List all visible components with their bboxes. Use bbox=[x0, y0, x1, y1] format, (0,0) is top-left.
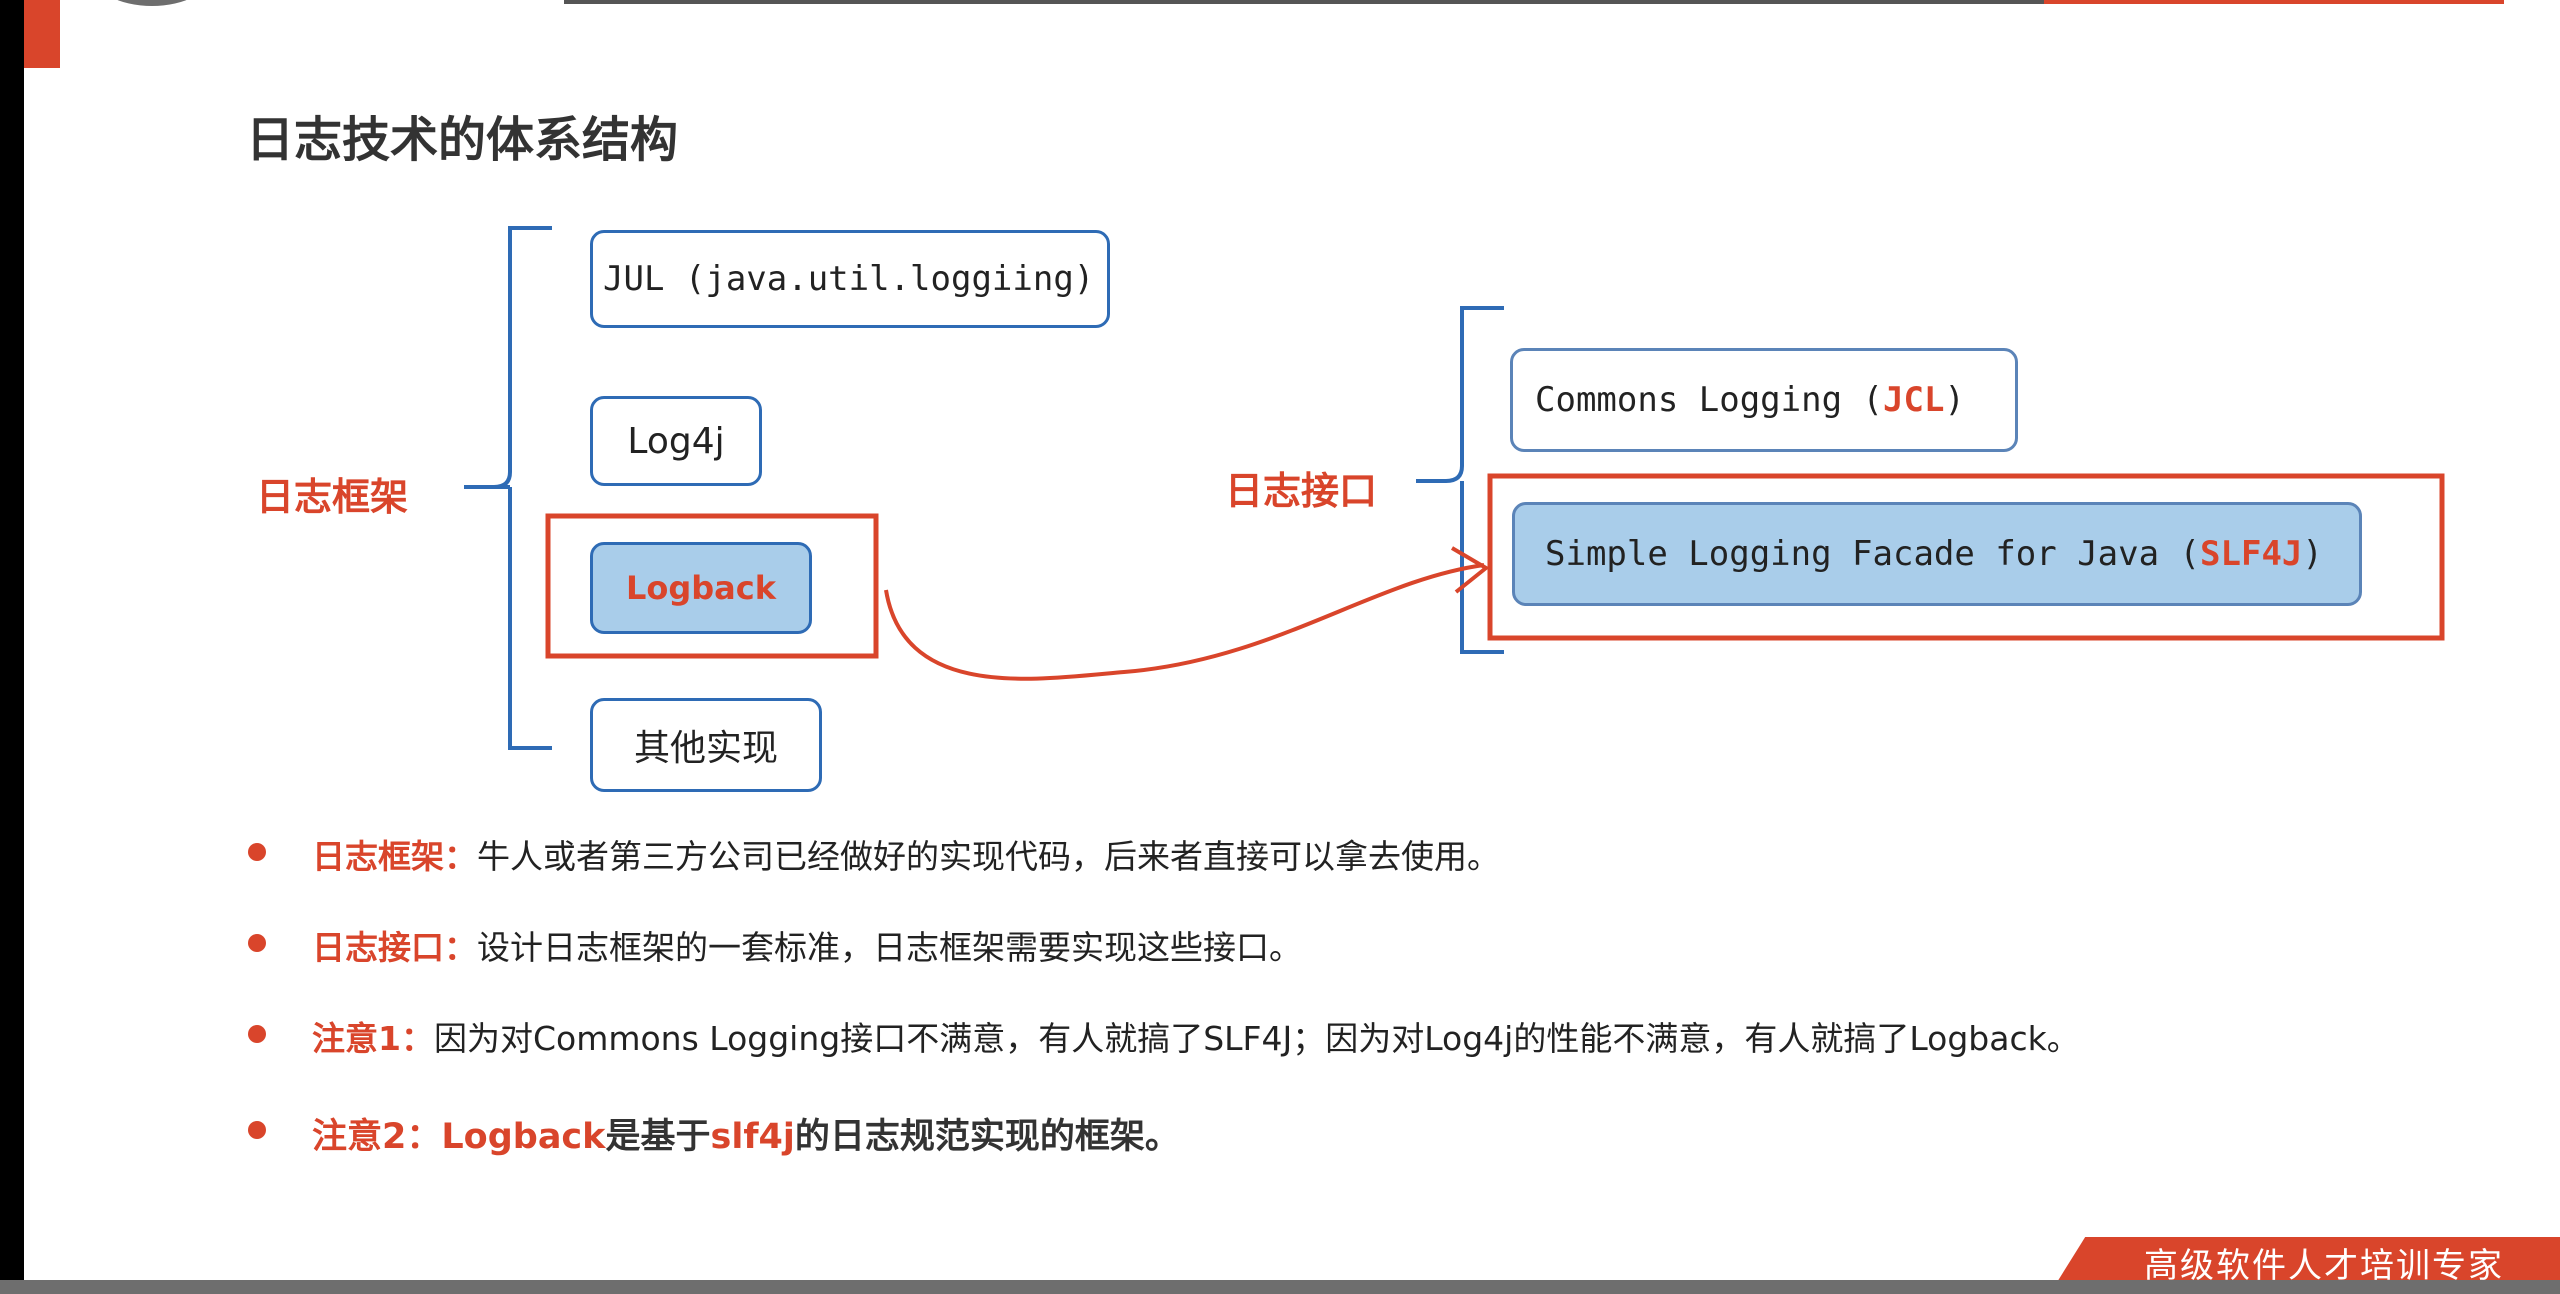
page-title: 日志技术的体系结构 bbox=[246, 112, 679, 168]
footer-band bbox=[2054, 1237, 2560, 1280]
slf4j-highlight-frame bbox=[1487, 473, 2445, 641]
diagram-connectors bbox=[464, 226, 2445, 750]
bullet-text: 的日志规范实现的框架。 bbox=[794, 1117, 1180, 1157]
logback-term: Logback bbox=[441, 1117, 606, 1157]
bullet-key: 日志接口： bbox=[312, 928, 477, 967]
interface-label: 日志接口 bbox=[1225, 469, 1378, 513]
jul-label: JUL (java.util.loggiing) bbox=[603, 259, 1095, 299]
slf4j-box: Simple Logging Facade for Java (SLF4J) bbox=[1512, 502, 2362, 606]
jcl-abbr: JCL bbox=[1883, 380, 1945, 420]
bullet-text: 牛人或者第三方公司已经做好的实现代码，后来者直接可以拿去使用。 bbox=[477, 837, 1500, 876]
bottom-strip bbox=[0, 1280, 2560, 1294]
arrow-head-icon bbox=[1450, 546, 1488, 594]
slf4j-term: slf4j bbox=[710, 1117, 795, 1157]
bullet-icon bbox=[248, 1025, 266, 1043]
bullet-key: 注意1： bbox=[312, 1019, 434, 1058]
footer-slogan: 高级软件人才培训专家 bbox=[2144, 1246, 2504, 1280]
bullet-key: 注意2： bbox=[312, 1117, 442, 1157]
bullet-key: 日志框架： bbox=[312, 837, 477, 876]
bullet-icon bbox=[248, 934, 266, 952]
bullet-text: 是基于 bbox=[605, 1117, 711, 1157]
slf4j-abbr: SLF4J bbox=[2200, 534, 2303, 574]
corner-accent bbox=[24, 0, 60, 68]
jcl-suffix: ) bbox=[1944, 380, 1965, 420]
logback-highlight-frame bbox=[545, 513, 879, 659]
header-divider bbox=[564, 0, 2044, 4]
bullet-icon bbox=[248, 1121, 266, 1139]
framework-label: 日志框架 bbox=[256, 475, 409, 519]
logback-box: Logback bbox=[590, 542, 812, 634]
slf4j-prefix: Simple Logging Facade for Java ( bbox=[1545, 534, 2201, 574]
other-impl-box: 其他实现 bbox=[590, 698, 822, 792]
bullet-text: 因为对Commons Logging接口不满意，有人就搞了SLF4J；因为对Lo… bbox=[433, 1019, 2080, 1058]
bullet-text: 设计日志框架的一套标准，日志框架需要实现这些接口。 bbox=[477, 928, 1302, 967]
logback-label: Logback bbox=[625, 569, 777, 607]
slide: 日志技术的体系结构 日志框架 日志接口 JUL (java.util.loggi… bbox=[24, 0, 2560, 1280]
jcl-box: Commons Logging (JCL) bbox=[1510, 348, 2018, 452]
log4j-box: Log4j bbox=[590, 396, 762, 486]
right-brace bbox=[1416, 306, 1504, 654]
log4j-label: Log4j bbox=[627, 420, 725, 462]
jul-box: JUL (java.util.loggiing) bbox=[590, 230, 1110, 328]
other-impl-label: 其他实现 bbox=[633, 728, 778, 769]
jcl-prefix: Commons Logging ( bbox=[1535, 380, 1883, 420]
slf4j-suffix: ) bbox=[2302, 534, 2323, 574]
bullet-icon bbox=[248, 843, 266, 861]
header-accent-divider bbox=[2044, 0, 2504, 4]
implements-arrow bbox=[884, 563, 1485, 681]
